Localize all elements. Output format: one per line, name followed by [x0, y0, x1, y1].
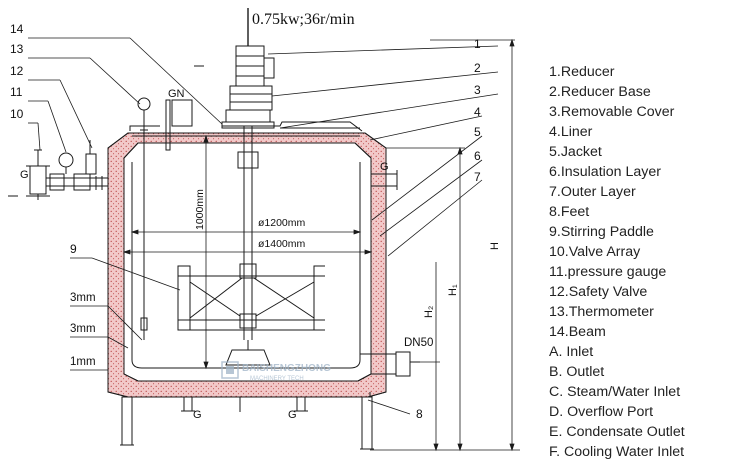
svg-text:BAISHENGZHONG: BAISHENGZHONG: [242, 363, 331, 374]
leader-label-9: 9: [70, 242, 77, 256]
legend-item: 10.Valve Array: [549, 244, 641, 260]
legend-item: 3.Removable Cover: [549, 104, 675, 120]
reducer-base: [221, 8, 275, 129]
legend-item: 7.Outer Layer: [549, 184, 636, 200]
leader-label-7: 7: [474, 170, 481, 184]
gn-label: GN: [168, 88, 185, 100]
svg-text:MACHINERY TECH: MACHINERY TECH: [250, 376, 304, 382]
leader-label-8: 8: [416, 407, 423, 421]
legend-item: F. Cooling Water Inlet: [549, 444, 685, 460]
legend-item: 2.Reducer Base: [549, 84, 651, 100]
legend-item: 9.Stirring Paddle: [549, 224, 654, 240]
thickness-outer: 1mm: [70, 356, 96, 368]
inner-diameter: ø1200mm: [258, 217, 306, 229]
leader-label-5: 5: [474, 125, 481, 139]
legend-item: 12.Safety Valve: [549, 284, 648, 300]
side-ports: [360, 170, 420, 377]
leader-label-12: 12: [10, 64, 24, 78]
reducer: [229, 45, 275, 111]
valve-array: [8, 140, 108, 200]
thermometer: [137, 97, 151, 340]
dimension-lines: [122, 38, 520, 452]
legend-item: B. Outlet: [549, 364, 605, 380]
legend-item: 13.Thermometer: [549, 304, 654, 320]
g-label-bottom-b: G: [288, 409, 297, 421]
outer-diameter: ø1400mm: [258, 238, 306, 250]
g-label-bottom-a: G: [193, 409, 202, 421]
legend-item: 8.Feet: [549, 204, 590, 220]
g-label-right: G: [380, 161, 389, 173]
watermark-logo: BAISHENGZHONG MACHINERY TECH: [221, 361, 331, 382]
insulation-layer: [107, 132, 387, 398]
legend-item: A. Inlet: [549, 344, 594, 360]
legend-item: C. Steam/Water Inlet: [549, 384, 681, 400]
legend-item: 1.Reducer: [549, 64, 615, 80]
parts-legend: 1.Reducer 2.Reducer Base 3.Removable Cover…: [549, 62, 744, 462]
leader-lines: [28, 37, 499, 415]
legend-item: 5.Jacket: [549, 144, 602, 160]
leader-label-13: 13: [10, 42, 24, 56]
gn-port: [165, 65, 204, 151]
legend-item: 14.Beam: [549, 324, 606, 340]
legend-item: D. Overflow Port: [549, 404, 654, 420]
height-h: H: [489, 242, 501, 250]
stirring-paddle: [177, 126, 325, 366]
leader-label-11: 11: [10, 85, 23, 99]
legend-item: 11.pressure gauge: [549, 264, 667, 280]
motor-spec: 0.75kw;36r/min: [252, 11, 355, 28]
thickness-liner: 3mm: [70, 292, 96, 304]
leader-label-10: 10: [10, 107, 24, 121]
legend-item: 6.Insulation Layer: [549, 164, 661, 180]
depth-dimension: 1000mm: [194, 189, 206, 230]
bottom-outlets: [181, 396, 308, 412]
thickness-jacket: 3mm: [70, 323, 96, 335]
leader-label-14: 14: [10, 22, 24, 36]
g-label-left: G: [20, 169, 29, 181]
legend-item: 4.Liner: [549, 124, 593, 140]
dn50-label: DN50: [404, 337, 433, 349]
height-h1: H₁: [447, 284, 459, 296]
liner: [131, 162, 361, 369]
leader-label-6: 6: [474, 149, 481, 163]
legend-item: E. Condensate Outlet: [549, 424, 685, 440]
removable-cover: [129, 121, 363, 132]
leader-label-1: 1: [474, 37, 481, 51]
outer-layer: [107, 132, 387, 398]
leader-label-3: 3: [474, 83, 481, 97]
feet: [120, 392, 374, 450]
leader-label-2: 2: [474, 61, 481, 75]
leader-label-4: 4: [474, 105, 481, 119]
height-h2: H₂: [423, 306, 435, 318]
